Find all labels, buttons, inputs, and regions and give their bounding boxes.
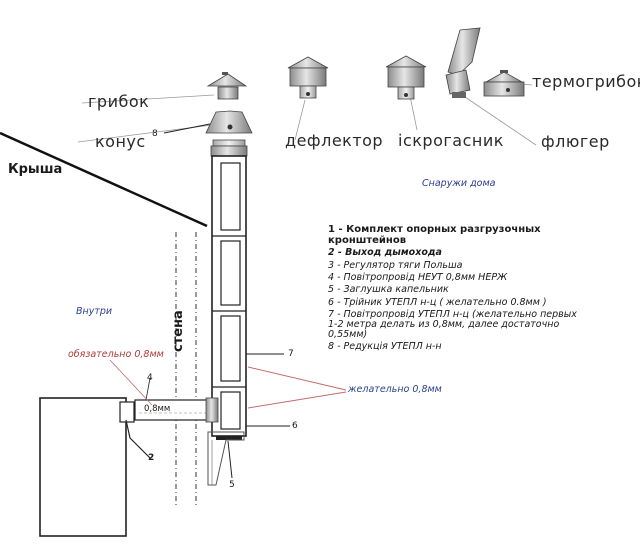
legend-item: 6 - Трійник УТЕПЛ н-ц ( желательно 0.8мм…: [328, 296, 547, 308]
label-iskrogasnik: іскрогасник: [398, 131, 504, 150]
label-desirable: желательно 0,8мм: [348, 384, 442, 395]
legend-item: 7 - Повітропровід УТЕПЛ н-ц (желательно …: [328, 309, 577, 341]
marker-4: 4: [147, 373, 153, 383]
gribok-cap: [206, 72, 248, 100]
label-gribok: грибок: [88, 92, 150, 111]
marker-8: 8: [152, 129, 158, 139]
label-wall: стена: [171, 310, 186, 352]
konus-cap: [205, 110, 253, 134]
roof-line: [0, 131, 208, 228]
label-deflektor: дефлектор: [285, 131, 384, 150]
label-outside: Снаружи дома: [422, 178, 496, 189]
legend-item: 8 - Редукція УТЕПЛ н-н: [328, 341, 442, 353]
label-inside: Внутри: [76, 306, 113, 317]
marker-7: 7: [288, 349, 294, 359]
label-termogribok: термогрибок: [532, 72, 640, 91]
legend: 1 - Комплект опорных разгрузочных кроншт…: [328, 224, 578, 355]
iskrogasnik-product: [385, 55, 427, 100]
label-mandatory: обязательно 0,8мм: [68, 349, 164, 360]
termogribok-product: [483, 70, 525, 97]
legend-item: 4 - Повітропровід НЕУТ 0,8мм НЕРЖ: [328, 272, 508, 284]
label-konus: конус: [95, 132, 146, 151]
legend-item: 3 - Регулятор тяги Польша: [328, 259, 463, 271]
label-fluger: флюгер: [541, 132, 610, 151]
marker-6: 6: [292, 421, 298, 431]
chimney-stack: [205, 72, 253, 440]
connector-pipe: [134, 397, 219, 423]
boiler-flue-outlet: [119, 401, 135, 423]
legend-item: 2 - Выход дымохода: [328, 247, 442, 259]
fluger-product: [445, 27, 481, 98]
deflektor-product: [287, 56, 329, 99]
legend-item: 5 - Заглушка капельник: [328, 284, 449, 296]
label-pipe-thickness: 0,8мм: [144, 404, 171, 414]
boiler: [39, 397, 127, 537]
marker-2: 2: [148, 453, 155, 463]
support-bracket: [207, 431, 245, 486]
label-roof: Крыша: [8, 162, 63, 177]
legend-item: 1 - Комплект опорных разгрузочных кроншт…: [328, 224, 541, 246]
marker-5: 5: [229, 480, 235, 490]
drip-cap: [216, 436, 242, 440]
